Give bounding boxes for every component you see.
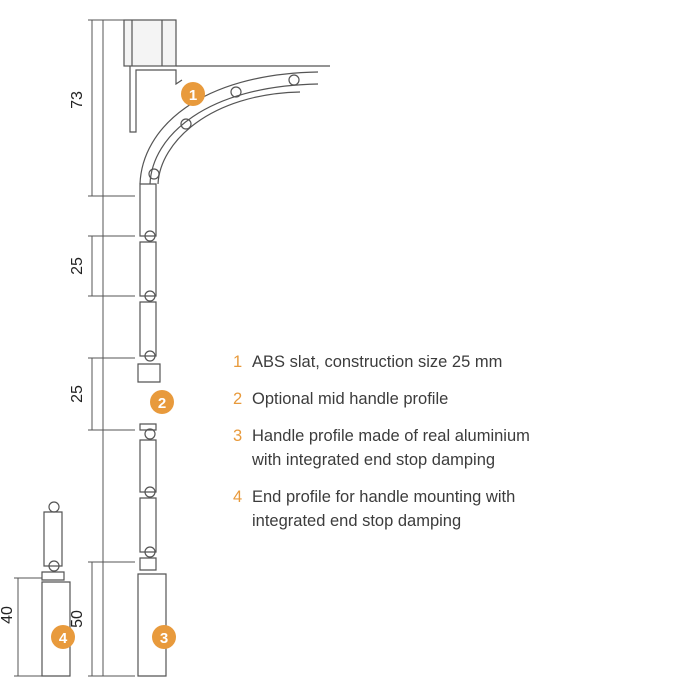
legend: 1 ABS slat, construction size 25 mm 2 Op… [233,350,533,546]
legend-text: Handle profile made of real aluminium wi… [252,427,530,469]
badge-3: 3 [152,625,176,649]
legend-text: End profile for handle mounting with int… [252,488,516,530]
legend-item: 2 Optional mid handle profile [233,387,533,411]
dimension-25-lower: 25 [69,357,135,431]
dimension-label: 73 [69,91,86,109]
dimension-73: 73 [69,19,135,197]
legend-item: 3 Handle profile made of real aluminium … [233,424,533,472]
legend-text: Optional mid handle profile [252,390,449,408]
dimension-50: 50 [69,561,135,677]
dimension-label: 40 [0,606,16,624]
dimension-label: 50 [69,610,86,628]
shutter-housing [123,19,330,133]
legend-number: 2 [233,390,243,408]
badge-label: 3 [160,630,168,647]
badge-label: 2 [158,395,166,412]
end-profile [41,501,71,677]
badge-1: 1 [181,82,205,106]
badge-label: 4 [59,630,68,647]
badge-4: 4 [51,625,75,649]
legend-number: 1 [233,353,243,371]
badge-label: 1 [189,87,197,104]
legend-number: 3 [233,427,243,445]
dimension-25-upper: 25 [69,235,135,297]
badge-2: 2 [150,390,174,414]
legend-text: ABS slat, construction size 25 mm [252,353,503,371]
legend-number: 4 [233,488,243,506]
dimension-40: 40 [0,577,42,677]
vertical-slats [137,183,167,677]
legend-item: 1 ABS slat, construction size 25 mm [233,350,533,374]
curved-slat-roll [139,71,319,185]
legend-item: 4 End profile for handle mounting with i… [233,485,533,533]
dimension-label: 25 [69,385,86,403]
dimension-label: 25 [69,257,86,275]
